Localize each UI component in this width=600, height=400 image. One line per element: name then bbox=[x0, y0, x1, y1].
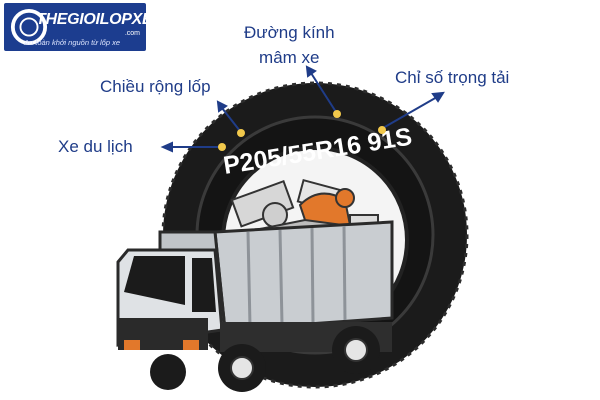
marker-passenger bbox=[218, 143, 226, 151]
tire-logo-icon bbox=[10, 8, 48, 46]
marker-load bbox=[378, 126, 386, 134]
logo-name: THEGIOILOPXE bbox=[36, 11, 153, 28]
label-tire-width: Chiều rộng lốp bbox=[100, 77, 211, 96]
brand-logo: THEGIOILOPXE .com An toàn khởi nguồn từ … bbox=[4, 3, 153, 51]
label-passenger-car: Xe du lịch bbox=[58, 137, 133, 156]
dump-truck bbox=[116, 220, 394, 392]
marker-rim bbox=[333, 110, 341, 118]
logo-domain: .com bbox=[124, 30, 140, 37]
label-rim-diameter: Đường kính mâm xe bbox=[244, 23, 335, 67]
label-load-index: Chỉ số trọng tải bbox=[395, 68, 510, 87]
marker-width bbox=[237, 129, 245, 137]
logo-slogan: An toàn khởi nguồn từ lốp xe bbox=[24, 38, 121, 47]
